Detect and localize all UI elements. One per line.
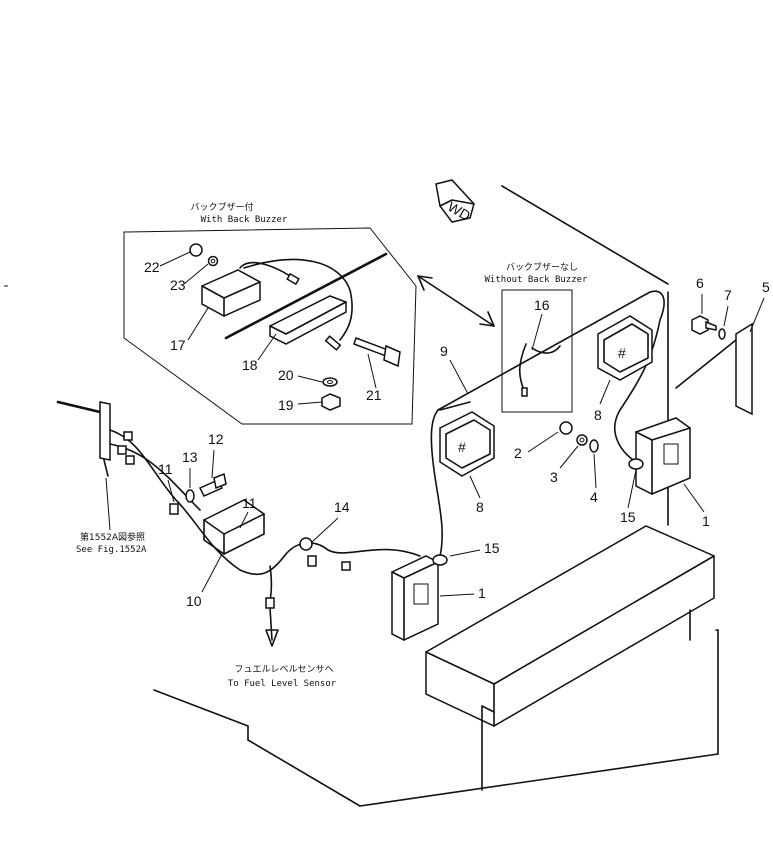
front-direction-marker: WD <box>435 179 475 224</box>
label-9: 9 <box>440 343 448 359</box>
label-17: 17 <box>170 337 186 353</box>
label-14: 14 <box>334 499 350 515</box>
lamp-8-left: # 8 <box>439 411 495 515</box>
fuel-sensor-caption-jp: フュエルレベルセンサヘ <box>234 664 333 675</box>
svg-text:#: # <box>618 345 626 361</box>
label-16: 16 <box>534 297 550 313</box>
see-figure-caption-en: See Fig.1552A <box>76 545 147 555</box>
label-1-upper: 1 <box>702 513 710 529</box>
label-2: 2 <box>514 445 522 461</box>
label-5: 5 <box>762 279 770 295</box>
nut-22-shape <box>189 243 203 257</box>
washer-20-shape <box>322 377 338 387</box>
label-23: 23 <box>170 277 186 293</box>
switch-box-1-lower: 1 <box>391 555 486 641</box>
nut-19-shape <box>321 393 341 411</box>
label-18: 18 <box>242 357 258 373</box>
label-20: 20 <box>278 367 294 383</box>
label-12: 12 <box>208 431 224 447</box>
fuel-sensor-caption-en: To Fuel Level Sensor <box>228 679 337 689</box>
label-11-left: 11 <box>158 461 173 477</box>
label-3: 3 <box>550 469 558 485</box>
left-harness-assembly: 12 13 11 11 10 14 第1552A図参照 See Fig.1552… <box>56 400 421 689</box>
small-hardware-2-3-4: 2 3 4 <box>514 421 599 505</box>
label-1-lower: 1 <box>478 585 486 601</box>
control-box <box>425 525 715 791</box>
bolt-6-washer-7-plate-5: 6 7 5 <box>691 275 770 416</box>
label-19: 19 <box>278 397 294 413</box>
label-8-left: 8 <box>476 499 484 515</box>
label-13: 13 <box>182 449 198 465</box>
lamp-8-right: # 8 <box>594 315 653 423</box>
inset-with-buzzer-caption-en: With Back Buzzer <box>201 215 288 225</box>
label-15-lower: 15 <box>484 540 500 556</box>
support-rod-shape <box>224 252 388 340</box>
label-11-right: 11 <box>242 495 257 511</box>
label-8-right: 8 <box>594 407 602 423</box>
bolt-21-shape <box>353 337 389 357</box>
washer-23-shape <box>207 255 219 267</box>
svg-text:#: # <box>458 439 466 455</box>
back-buzzer-17-shape <box>201 269 261 317</box>
inset-with-buzzer-caption-jp: バックブザー付 <box>190 201 253 213</box>
grommet-15: 15 15 <box>432 458 644 566</box>
label-4: 4 <box>590 489 598 505</box>
see-figure-caption-jp: 第1552A図参照 <box>80 531 145 543</box>
vehicle-body-outline <box>153 185 737 807</box>
label-6: 6 <box>696 275 704 291</box>
label-10: 10 <box>186 593 202 609</box>
bracket-18-shape <box>269 295 347 345</box>
inset-without-buzzer-caption-jp: バックブザーなし <box>506 261 578 273</box>
main-harness-9: 9 <box>430 290 665 557</box>
label-22: 22 <box>144 259 160 275</box>
label-15-upper: 15 <box>620 509 636 525</box>
label-21: 21 <box>366 387 382 403</box>
inset-link-arrow <box>417 275 495 327</box>
switch-box-1-upper: 1 <box>635 417 710 529</box>
inset-with-back-buzzer: バックブザー付 With Back Buzzer 22 23 17 18 20 … <box>123 201 417 425</box>
label-7: 7 <box>724 287 732 303</box>
inset-without-back-buzzer: バックブザーなし Without Back Buzzer 16 <box>485 261 589 413</box>
inset-without-buzzer-caption-en: Without Back Buzzer <box>485 275 589 285</box>
